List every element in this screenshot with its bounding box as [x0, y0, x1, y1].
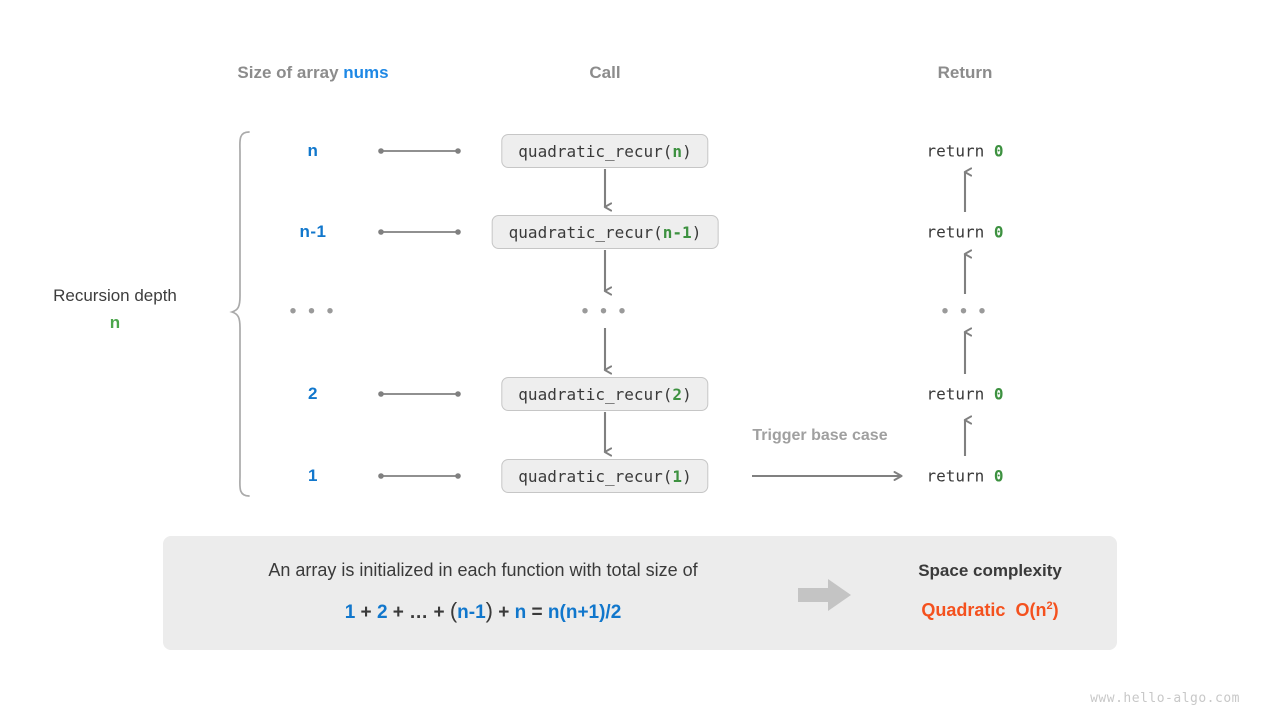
return-label-text: return — [926, 141, 994, 161]
call-box-name: quadratic_recur( — [518, 467, 673, 486]
summary-right: Space complexity Quadratic O(n2) — [863, 536, 1117, 650]
column-header-return: Return — [937, 63, 993, 82]
summary-formula: 1 + 2 + … + (n-1) + n = n(n+1)/2 — [163, 598, 803, 624]
call-box-arg: 1 — [672, 467, 683, 486]
recursion-depth-brace — [229, 131, 250, 497]
complexity-value: Quadratic O(n2) — [863, 600, 1117, 621]
size-value: 2 — [308, 384, 318, 403]
call-box-name: quadratic_recur( — [518, 142, 673, 161]
formula-part: = — [526, 602, 548, 623]
call-box: quadratic_recur(1) — [501, 459, 709, 493]
return-label-text: return — [926, 222, 994, 242]
column-header-size-accent: nums — [343, 63, 389, 82]
recursion-depth-value: n — [109, 313, 121, 332]
recursion-depth-label: Recursion depth n — [53, 283, 177, 337]
complexity-bigo-exponent: 2 — [1046, 600, 1053, 612]
summary-left: An array is initialized in each function… — [163, 536, 803, 650]
formula-part: ( — [449, 598, 458, 623]
size-value: n — [307, 141, 319, 160]
right-block-arrow-icon — [798, 579, 851, 611]
trigger-base-case-note: Trigger base case — [752, 427, 888, 444]
call-box-close: ) — [682, 467, 692, 486]
return-label-text: return — [926, 384, 994, 404]
return-label: return 0 — [926, 385, 1003, 404]
return-label-value: 0 — [993, 141, 1004, 161]
size-value: 1 — [308, 466, 318, 485]
size-connectors — [378, 148, 461, 479]
complexity-bigo-prefix: O(n — [1015, 600, 1047, 620]
size-value: n-1 — [299, 222, 327, 241]
formula-part: + — [355, 602, 377, 623]
size-ellipsis: • • • — [289, 300, 337, 323]
call-box-name: quadratic_recur( — [508, 223, 663, 242]
watermark: www.hello-algo.com — [1090, 691, 1240, 706]
recursion-depth-text: Recursion depth — [53, 286, 177, 305]
formula-part: + — [492, 602, 515, 623]
complexity-label: Quadratic — [921, 600, 1006, 620]
return-label-value: 0 — [993, 466, 1004, 486]
formula-part: 1 — [344, 602, 356, 623]
call-box-close: ) — [682, 142, 692, 161]
return-ellipsis: • • • — [941, 300, 989, 323]
complexity-bigo-suffix: ) — [1052, 600, 1059, 620]
column-header-size-prefix: Size of array — [237, 63, 344, 82]
return-label-text: return — [926, 466, 994, 486]
column-header-call: Call — [589, 63, 621, 82]
formula-part: … — [409, 602, 429, 623]
call-box-arg: n-1 — [662, 223, 692, 242]
return-label: return 0 — [926, 467, 1003, 486]
formula-part: ) — [485, 598, 493, 623]
call-box-name: quadratic_recur( — [518, 385, 673, 404]
complexity-title: Space complexity — [918, 561, 1062, 580]
call-box-arg: 2 — [672, 385, 683, 404]
formula-part: n — [514, 602, 527, 623]
formula-part: n(n+1)/2 — [547, 602, 622, 623]
call-box-close: ) — [682, 385, 692, 404]
formula-part: n-1 — [457, 602, 486, 623]
call-box-close: ) — [691, 223, 702, 242]
column-header-size: Size of array nums — [237, 63, 388, 83]
call-box: quadratic_recur(n) — [501, 134, 709, 168]
call-box: quadratic_recur(2) — [501, 377, 709, 411]
summary-description: An array is initialized in each function… — [268, 560, 698, 580]
return-label-value: 0 — [993, 222, 1004, 242]
formula-part: + — [387, 602, 410, 623]
call-box: quadratic_recur(n-1) — [491, 215, 719, 249]
formula-part: + — [428, 602, 450, 623]
formula-part: 2 — [376, 602, 388, 623]
return-label: return 0 — [926, 223, 1003, 242]
summary-panel: An array is initialized in each function… — [163, 536, 1117, 650]
return-label: return 0 — [926, 142, 1003, 161]
call-ellipsis: • • • — [581, 300, 629, 323]
call-box-arg: n — [672, 142, 683, 161]
return-label-value: 0 — [993, 384, 1004, 404]
